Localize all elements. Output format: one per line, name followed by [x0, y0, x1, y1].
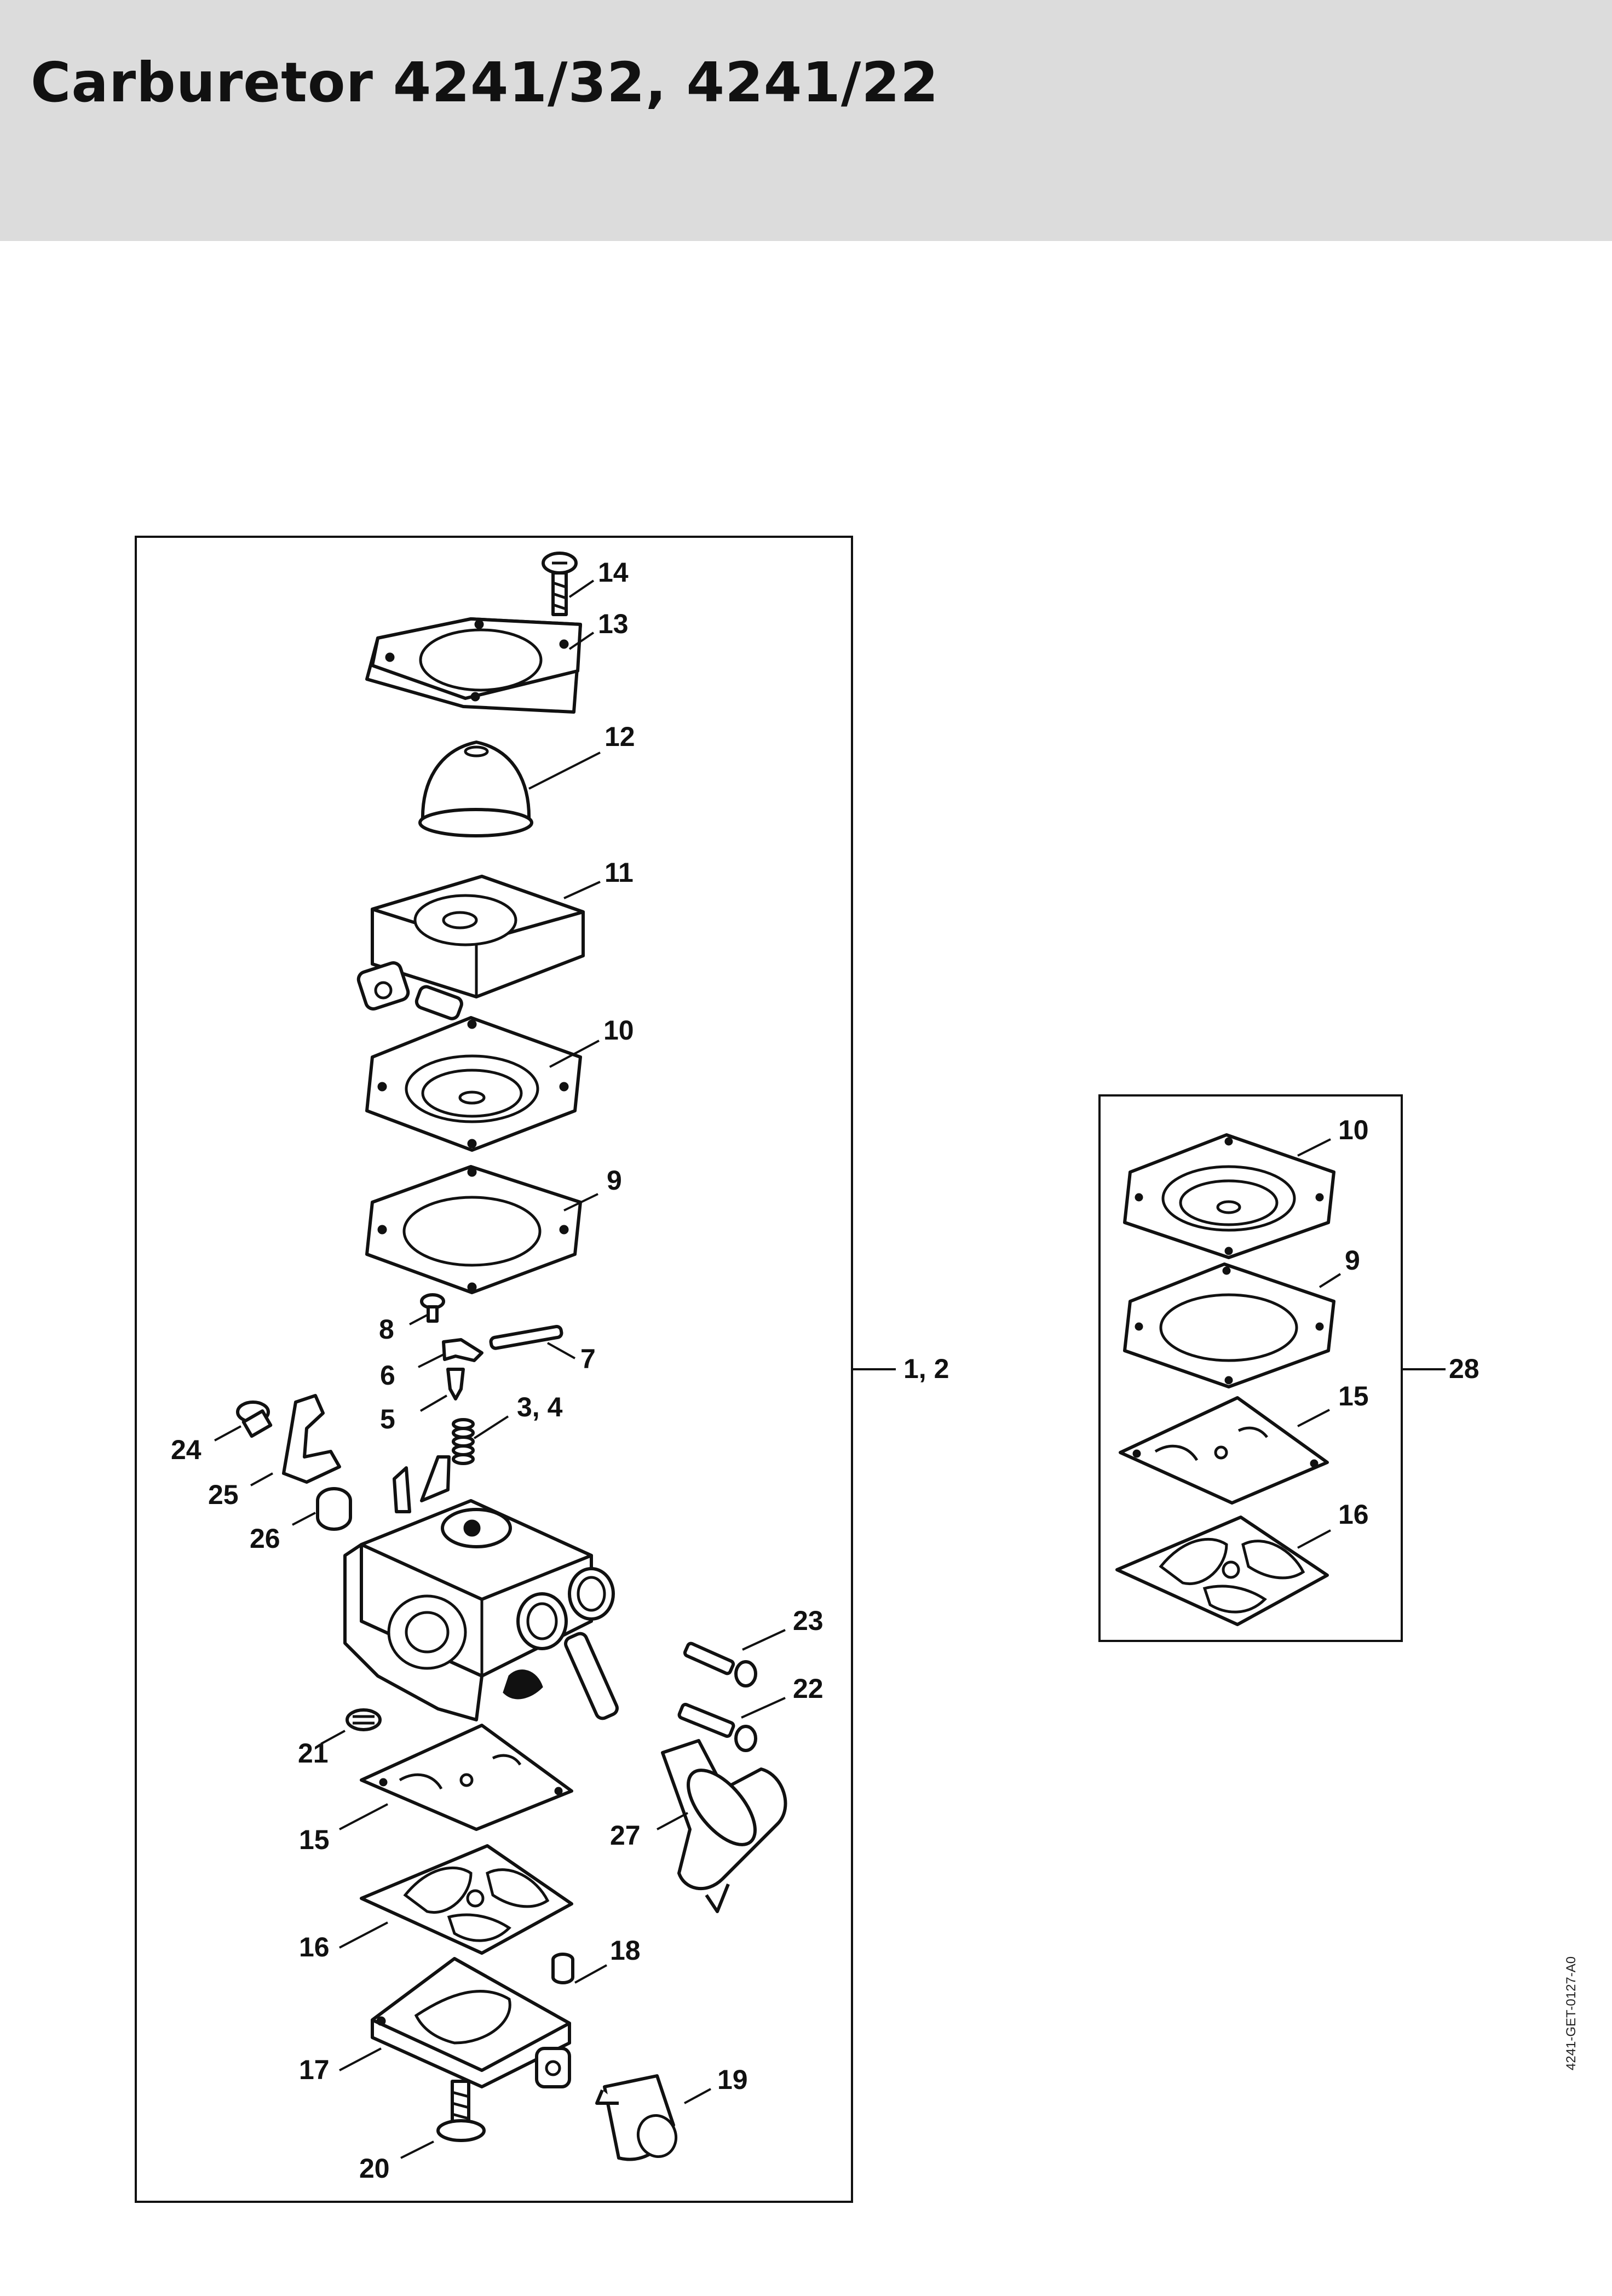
callout-22: 22 — [793, 1673, 824, 1704]
callout-9: 9 — [607, 1165, 622, 1196]
kit-part-16-gasket — [1115, 1516, 1329, 1626]
callout-16: 16 — [299, 1932, 330, 1962]
callout-14: 14 — [598, 557, 629, 588]
part-10-pump-diaphragm — [365, 1016, 582, 1152]
callout-17: 17 — [299, 2054, 330, 2085]
part-16-gasket — [360, 1844, 573, 1955]
callout-26: 26 — [250, 1523, 280, 1554]
part-6-lever — [442, 1338, 483, 1362]
callout-20: 20 — [359, 2153, 390, 2184]
document-code: 4241-GET-0127-A0 — [1564, 1956, 1579, 2070]
part-21-screen — [346, 1708, 382, 1731]
callout-10: 10 — [603, 1015, 634, 1046]
part-7-pin — [489, 1324, 563, 1350]
callout-24: 24 — [171, 1434, 202, 1465]
part-23-screw — [683, 1641, 757, 1687]
kit-callout-9: 9 — [1345, 1245, 1360, 1276]
callout-7: 7 — [580, 1344, 596, 1374]
part-17-end-cover — [371, 1957, 571, 2088]
part-13-cover — [365, 617, 582, 714]
callout-3-4: 3, 4 — [517, 1392, 563, 1422]
callout-25: 25 — [208, 1479, 239, 1510]
label-kit: 28 — [1449, 1353, 1479, 1384]
callout-6: 6 — [380, 1360, 395, 1391]
part-8-screw — [420, 1293, 445, 1323]
part-27-elbow — [661, 1739, 787, 1913]
callout-8: 8 — [379, 1314, 394, 1345]
part-26-bushing — [316, 1487, 352, 1531]
kit-part-15-diaphragm — [1119, 1396, 1329, 1505]
kit-part-10-diaphragm — [1123, 1133, 1335, 1259]
kit-callout-15: 15 — [1338, 1381, 1369, 1411]
callout-21: 21 — [298, 1738, 329, 1769]
part-25-lever — [282, 1394, 341, 1484]
kit-callout-10: 10 — [1338, 1115, 1369, 1145]
callout-5: 5 — [380, 1404, 395, 1434]
part-11-pump-housing — [356, 875, 585, 1020]
kit-callout-16: 16 — [1338, 1499, 1369, 1530]
kit-part-9-gasket — [1123, 1262, 1335, 1388]
part-12-primer-bulb — [418, 741, 533, 837]
part-9-gasket — [365, 1165, 582, 1294]
callout-19: 19 — [717, 2064, 748, 2095]
part-1-2-carburetor-body — [343, 1455, 619, 1721]
part-3-4-spring — [452, 1418, 475, 1465]
callout-23: 23 — [793, 1605, 824, 1636]
callout-11: 11 — [604, 857, 634, 888]
callout-27: 27 — [610, 1820, 641, 1851]
part-14-screw — [542, 552, 578, 616]
label-main-assembly: 1, 2 — [903, 1353, 949, 1384]
part-5-needle — [446, 1368, 465, 1400]
page-title: Carburetor 4241/32, 4241/22 — [31, 50, 939, 114]
callout-18: 18 — [610, 1935, 641, 1966]
part-19-fitting — [595, 2074, 677, 2161]
callout-12: 12 — [604, 721, 635, 752]
part-24-screw — [236, 1400, 273, 1438]
part-18-plug — [551, 1953, 574, 1984]
callout-13: 13 — [598, 609, 629, 639]
part-22-screw — [677, 1703, 757, 1752]
part-15-metering-diaphragm — [360, 1724, 573, 1831]
callout-15: 15 — [299, 1824, 330, 1855]
part-20-screw — [436, 2080, 486, 2142]
header-band — [0, 0, 1612, 241]
